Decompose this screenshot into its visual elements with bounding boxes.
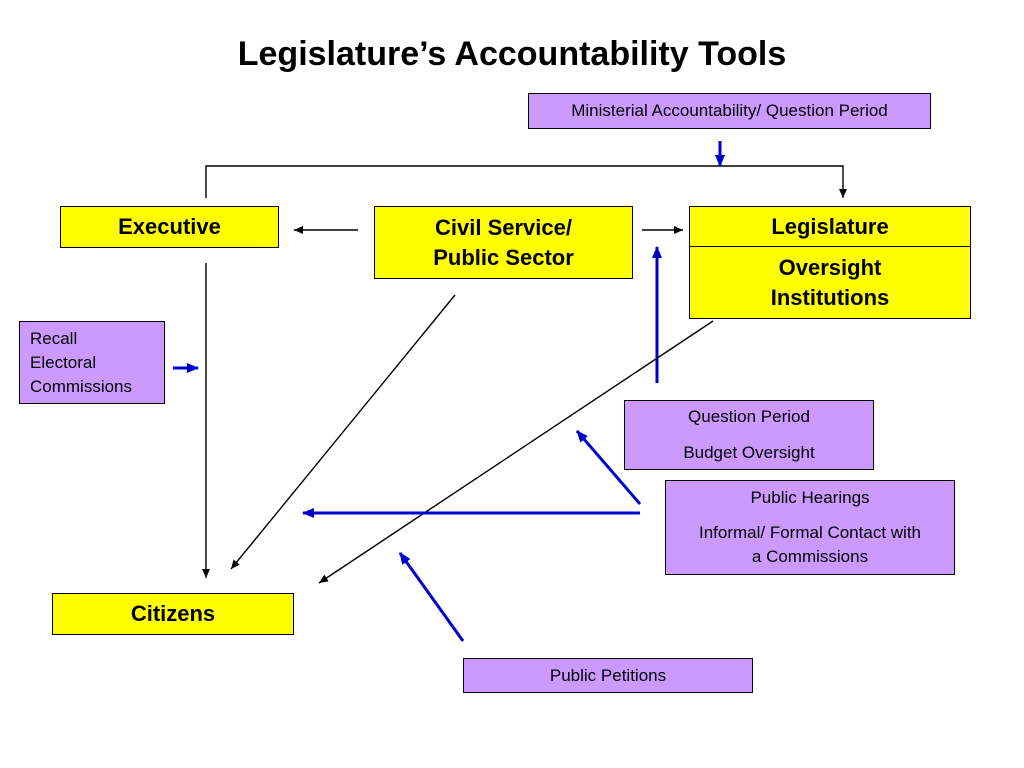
contact-commissions-text: Informal/ Formal Contact with a Commissi… <box>699 521 921 569</box>
contact-label-line: a Commissions <box>751 546 869 566</box>
contact-label-line: Informal/ Formal Contact with <box>698 522 921 542</box>
legislature-box: Legislature Oversight Institutions <box>689 206 971 319</box>
recall-label-line: Commissions <box>30 376 133 396</box>
recall-label-line: Electoral <box>30 352 97 372</box>
civil-service-label-line: Civil Service/ <box>435 214 572 240</box>
ministerial-accountability-label: Ministerial Accountability/ Question Per… <box>571 101 888 120</box>
public-petitions-label: Public Petitions <box>549 665 667 685</box>
question-budget-box: Question Period Budget Oversight <box>624 400 874 470</box>
oversight-label-line: Oversight <box>778 254 882 280</box>
public-petitions-arrow <box>398 552 465 642</box>
oversight-to-citizens-arrow <box>318 320 714 584</box>
oversight-institutions-section: Oversight Institutions <box>690 247 970 318</box>
executive-label: Executive <box>118 214 221 239</box>
civil-to-citizens-arrow <box>230 294 456 570</box>
question-budget-arrow <box>575 430 642 505</box>
public-hearings-box: Public Hearings Informal/ Formal Contact… <box>665 480 955 575</box>
public-petitions-box: Public Petitions <box>463 658 753 693</box>
recall-electoral-commissions-box: Recall Electoral Commissions <box>19 321 165 404</box>
question-period-label: Question Period <box>688 407 810 426</box>
legislature-label: Legislature <box>771 213 889 239</box>
citizens-label: Citizens <box>130 601 216 626</box>
citizens-box: Citizens <box>52 593 294 635</box>
executive-box: Executive <box>60 206 279 248</box>
budget-oversight-label: Budget Oversight <box>683 443 815 462</box>
public-hearings-label: Public Hearings <box>750 487 870 507</box>
recall-label-line: Recall <box>30 328 78 348</box>
legislature-section: Legislature <box>690 207 970 247</box>
ministerial-accountability-box: Ministerial Accountability/ Question Per… <box>528 93 931 129</box>
executive-to-legislature-connector <box>205 165 847 198</box>
slide-title: Legislature’s Accountability Tools <box>237 35 787 73</box>
civil-service-label-line: Public Sector <box>433 244 574 270</box>
civil-service-box: Civil Service/ Public Sector <box>374 206 633 279</box>
oversight-label-line: Institutions <box>770 284 890 310</box>
